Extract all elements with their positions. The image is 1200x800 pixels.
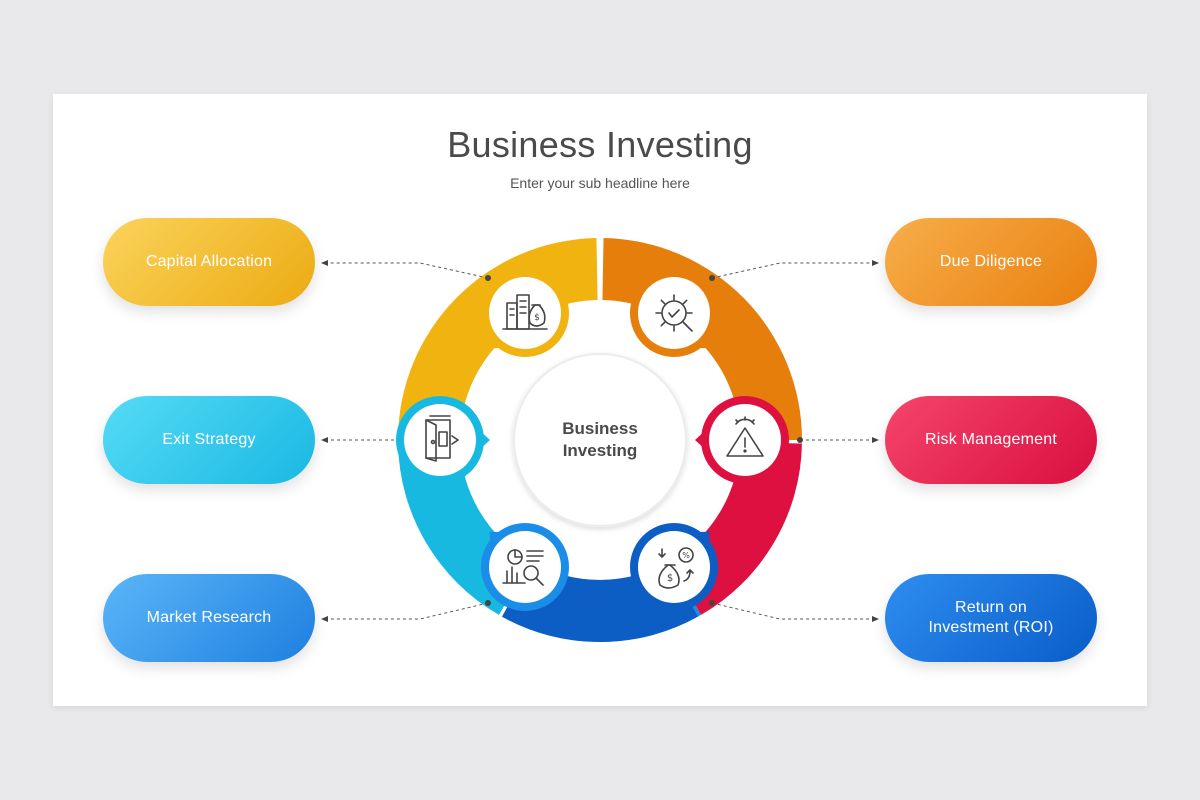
center-label-line2: Investing (562, 441, 638, 460)
slide-subtitle: Enter your sub headline here (510, 175, 690, 191)
pill-capital-allocation[interactable]: Capital Allocation (103, 218, 315, 306)
connector-capital-allocation (325, 262, 489, 279)
icon-badge-market-research (481, 523, 569, 611)
arrowhead-right (872, 616, 879, 622)
pill-label: Market Research (146, 609, 272, 626)
city-money-bag-icon: $ (502, 294, 548, 330)
connector-roi (711, 602, 875, 620)
connector-market-research (325, 602, 489, 620)
svg-text:$: $ (534, 313, 540, 323)
pill-label: Return on Investment (ROI) (928, 599, 1054, 636)
connector-dot (485, 600, 491, 606)
exit-door-icon (425, 415, 459, 462)
pill-due-diligence[interactable]: Due Diligence (885, 218, 1097, 306)
center-label-line1: Business (562, 419, 638, 438)
pill-label: Exit Strategy (162, 431, 256, 448)
badge-inner (489, 531, 561, 603)
pill-exit-strategy[interactable]: Exit Strategy (103, 396, 315, 484)
badge-inner (404, 404, 476, 476)
pill-label: Risk Management (925, 431, 1057, 448)
connector-dot (709, 275, 715, 281)
icon-badge-return-on-investment (630, 523, 718, 611)
connector-dot (709, 600, 715, 606)
connectors (325, 262, 875, 620)
chart-magnifier-icon (502, 549, 544, 586)
arrowhead-right (872, 437, 879, 443)
pill-label: Due Diligence (939, 253, 1043, 270)
arrowhead-left (321, 616, 328, 622)
badge-inner (638, 277, 710, 349)
arrowhead-right (872, 260, 879, 266)
center-circle (513, 353, 687, 527)
center-label: Business Investing (520, 418, 680, 462)
pill-return-on-investment[interactable]: Return on Investment (ROI) (885, 574, 1097, 662)
connector-dot (797, 437, 803, 443)
slide-title: Business Investing (447, 124, 753, 165)
icon-badge-exit-strategy (396, 396, 490, 484)
pill-market-research[interactable]: Market Research (103, 574, 315, 662)
svg-text:$: $ (667, 573, 673, 584)
arrowhead-left (321, 260, 328, 266)
gear-check-magnifier-icon (655, 294, 693, 332)
svg-text:%: % (682, 551, 690, 560)
warning-gear-icon (726, 416, 764, 457)
badge-inner (638, 531, 710, 603)
pill-risk-management[interactable]: Risk Management (885, 396, 1097, 484)
pill-label: Capital Allocation (145, 253, 273, 270)
connector-dot (485, 275, 491, 281)
icon-badge-due-diligence (630, 269, 718, 357)
connector-due-diligence (711, 262, 875, 279)
arrowhead-left (321, 437, 328, 443)
money-bag-percent-icon: $ % (658, 547, 694, 589)
icon-badge-risk-management (695, 396, 789, 484)
